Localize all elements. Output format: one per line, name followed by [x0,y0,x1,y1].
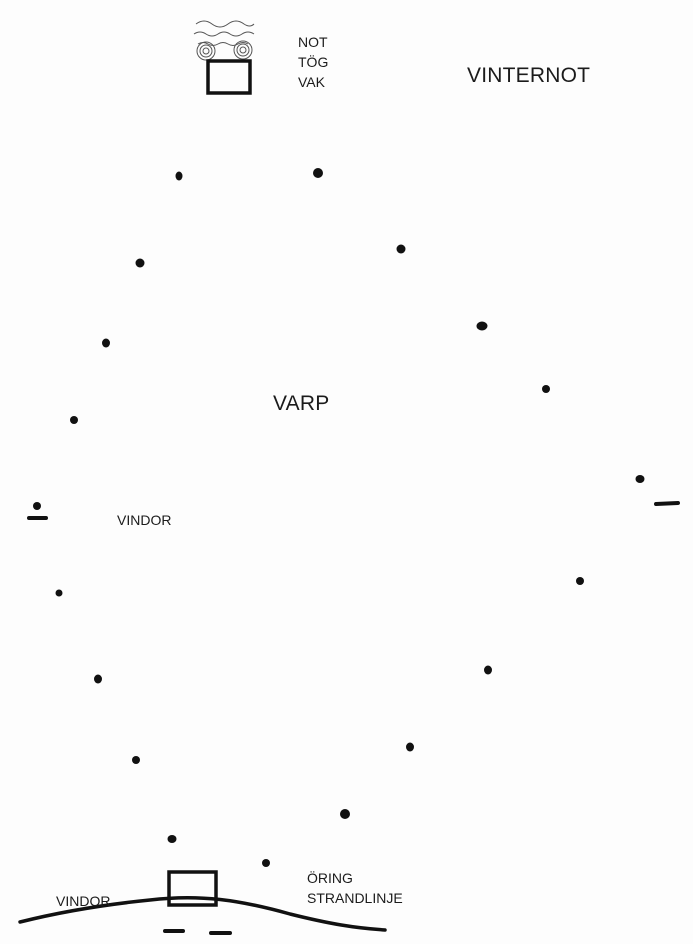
dash-mark [656,503,678,504]
hole-dot-icon [176,172,183,181]
hole-dot-icon [132,756,140,764]
page-title: VINTERNOT [467,64,590,88]
hole-dot-icon [340,809,350,819]
vindor-left-label: VINDOR [117,510,171,530]
hole-dot-icon [262,859,270,867]
hole-dot-icon [477,322,488,331]
strandlinje-label: STRANDLINJE [307,888,403,908]
center-label: VARP [273,392,329,416]
hole-dot-icon [542,385,550,393]
top-gear-line-not: NOT [298,32,328,52]
hole-dot-icon [576,577,584,585]
hole-dot-icon [406,743,414,752]
top-gear-line-vak: VAK [298,72,328,92]
hole-dot-icon [136,259,145,268]
hole-dot-icon [56,590,63,597]
top-gear-line-tog: TÖG [298,52,328,72]
hole-dot-icon [397,245,406,254]
hole-dot-icon [102,339,110,348]
hole-dot-icon [33,502,41,510]
hole-dot-icon [636,475,645,483]
top-gear-label: NOT TÖG VAK [298,32,328,92]
hole-dot-icon [484,666,492,675]
hole-dot-icon [70,416,78,424]
bottom-right-label: ÖRING STRANDLINJE [307,868,403,908]
hole-dot-icon [313,168,323,178]
vindor-bottom-label: VINDOR [56,891,110,911]
ice-hole-icon [208,61,250,93]
rope-coil-icon [194,21,254,60]
hole-dot-icon [168,835,177,843]
hole-dot-icon [94,675,102,684]
oring-label: ÖRING [307,868,403,888]
